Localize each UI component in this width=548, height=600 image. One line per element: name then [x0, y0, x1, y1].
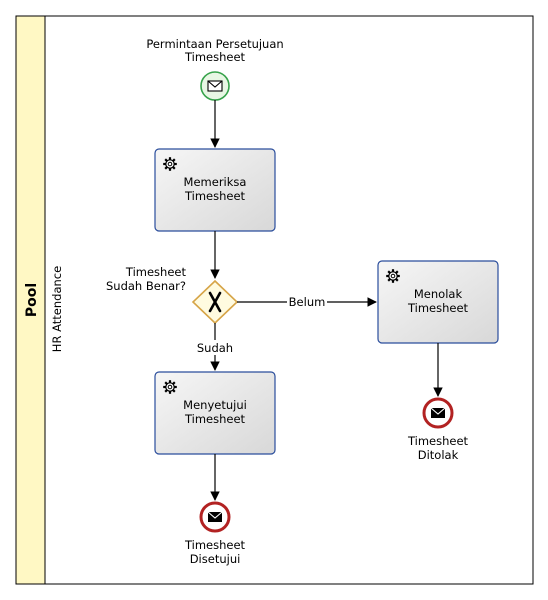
start-event-label-line1: Permintaan Persetujuan — [146, 37, 283, 51]
task-approve-label-line2: Timesheet — [184, 412, 246, 426]
task-check-label-line1: Memeriksa — [184, 175, 247, 189]
end-approved-label-line2: Disetujui — [190, 552, 241, 566]
task-check-timesheet[interactable]: Memeriksa Timesheet — [154, 148, 276, 232]
exclusive-gateway[interactable] — [191, 279, 239, 325]
envelope-icon — [430, 407, 446, 418]
start-event[interactable] — [200, 71, 230, 101]
task-reject-timesheet[interactable]: Menolak Timesheet — [377, 260, 499, 344]
gateway-label-line2: Sudah Benar? — [106, 279, 186, 293]
flow-label-sudah: Sudah — [197, 341, 233, 355]
lane-label: HR Attendance — [50, 266, 64, 352]
end-approved-label-line1: Timesheet — [184, 538, 246, 552]
end-event-approved[interactable] — [199, 501, 231, 533]
task-check-label-line2: Timesheet — [184, 189, 246, 203]
gateway-label-line1: Timesheet — [125, 265, 187, 279]
envelope-icon — [207, 80, 223, 92]
end-rejected-label-line2: Ditolak — [418, 448, 459, 462]
end-event-rejected[interactable] — [422, 397, 454, 429]
task-reject-label-line1: Menolak — [414, 287, 463, 301]
task-approve-label-line1: Menyetujui — [183, 398, 247, 412]
gear-icon — [162, 156, 178, 172]
task-reject-label-line2: Timesheet — [407, 301, 469, 315]
gear-icon — [385, 268, 401, 284]
pool-header — [15, 15, 46, 585]
task-approve-timesheet[interactable]: Menyetujui Timesheet — [154, 371, 276, 455]
start-event-label-line2: Timesheet — [184, 50, 246, 64]
pool-label: Pool — [24, 283, 40, 317]
flow-label-belum: Belum — [289, 295, 326, 309]
x-icon — [208, 291, 222, 313]
envelope-icon — [207, 511, 223, 522]
gear-icon — [162, 379, 178, 395]
end-rejected-label-line1: Timesheet — [407, 434, 469, 448]
